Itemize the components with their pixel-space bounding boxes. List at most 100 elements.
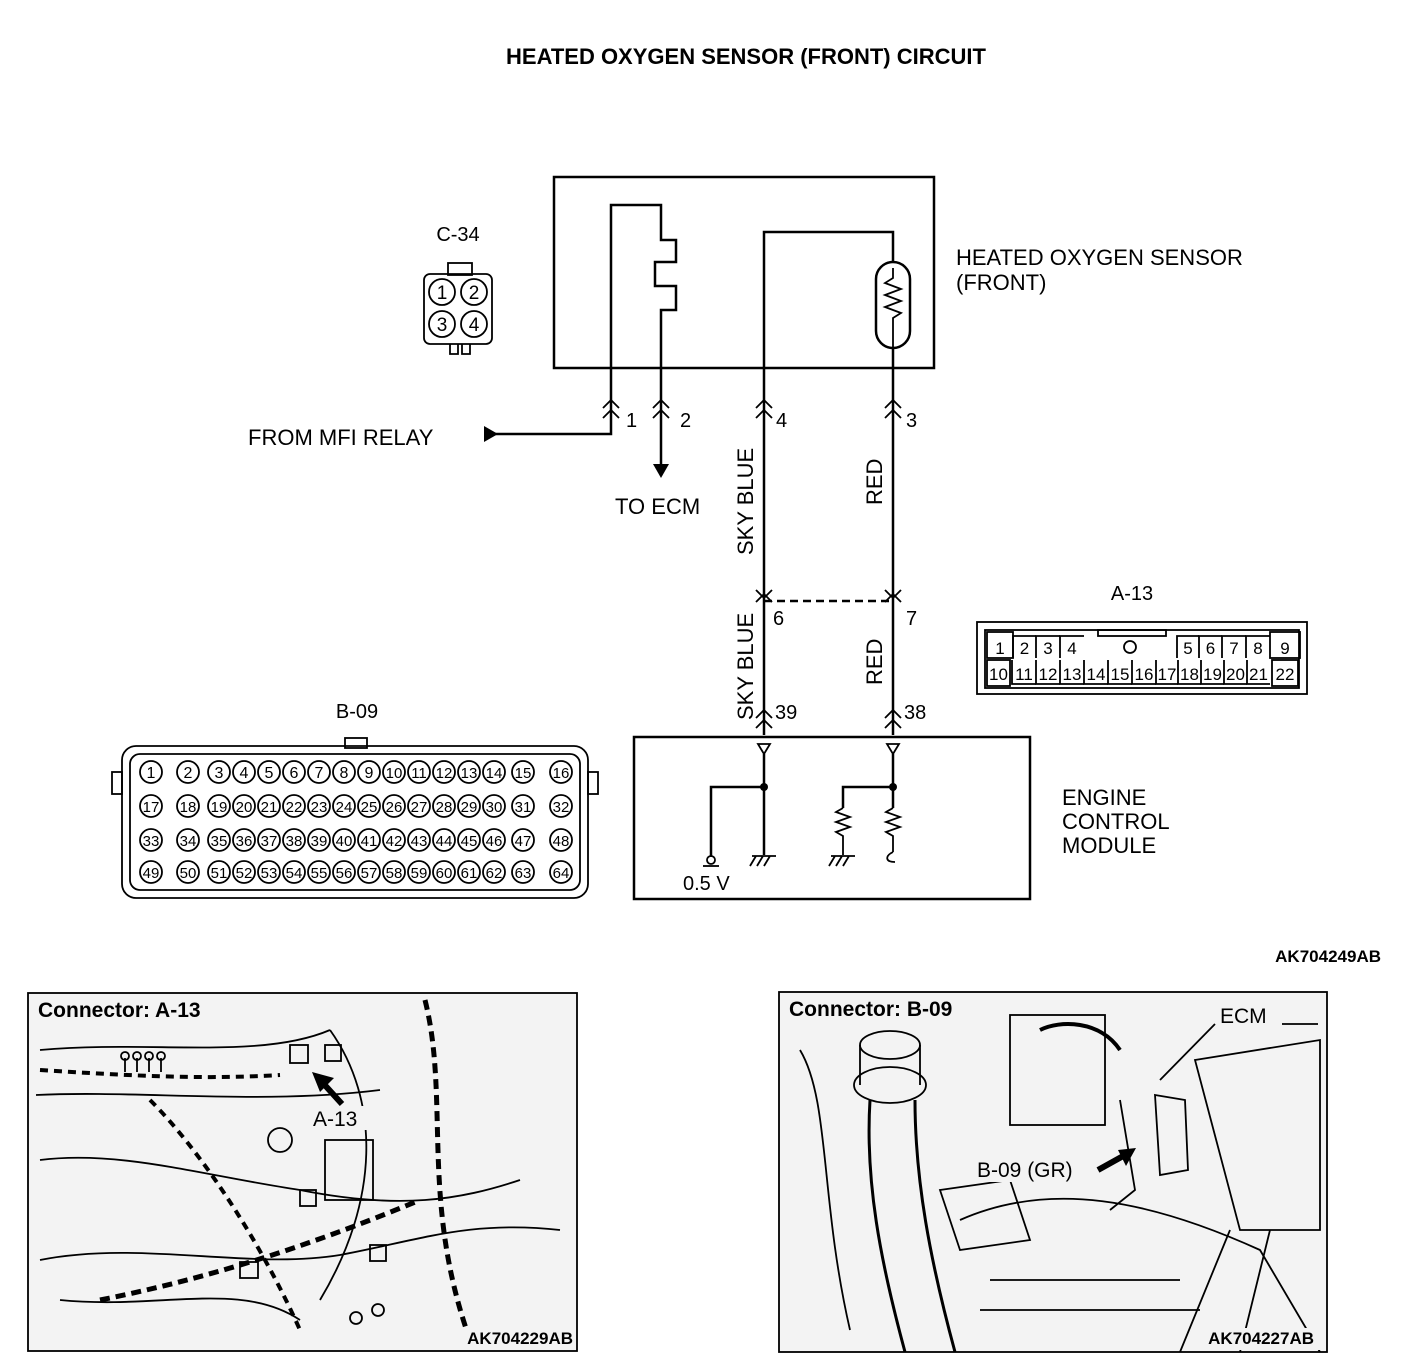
b09-pin-label: 32: [553, 799, 570, 816]
a13-pin-box: [1083, 660, 1108, 685]
diagram-code: AK704249AB: [1275, 947, 1381, 966]
b09-pin-circle: [482, 828, 506, 852]
a13-pin-label: 2: [1020, 639, 1029, 658]
b09-pin-label: 47: [515, 833, 532, 850]
c34-pin-3: 3: [437, 315, 448, 336]
b09-pin-label: 30: [486, 799, 503, 816]
b09-pin-circle: [549, 860, 573, 884]
b09-pin-circle: [457, 828, 481, 852]
a13-pin-box: [1245, 635, 1270, 658]
b09-pin-label: 5: [265, 765, 274, 782]
b09-pin-circle: [457, 860, 481, 884]
b09-pin-label: 42: [386, 833, 403, 850]
b09-pin-circle: [407, 828, 431, 852]
b09-pin-circle: [549, 794, 573, 818]
b09-pin-circle: [332, 860, 356, 884]
b09-pin-circle: [357, 828, 381, 852]
b09-pin-label: 55: [311, 865, 328, 882]
b09-pin-label: 4: [240, 765, 249, 782]
b09-pin-label: 61: [461, 865, 478, 882]
sensor-label-line1: HEATED OXYGEN SENSOR: [956, 245, 1243, 270]
photo-a13-location: Connector: A-13 A-13 AK704229AB: [27, 992, 578, 1352]
b09-pin-circle: [432, 760, 456, 784]
b09-pin-circle: [382, 760, 406, 784]
a13-pin-box: [1221, 635, 1246, 658]
b09-pin-label: 58: [386, 865, 403, 882]
a13-pin-label: 1: [995, 639, 1004, 658]
b09-pin-circle: [257, 760, 281, 784]
b09-pin-circle: [357, 860, 381, 884]
a13-pin-label: 7: [1229, 639, 1238, 658]
b09-pin-circle: [176, 860, 200, 884]
a13-pin-box: [1012, 635, 1036, 658]
pin-3: 3: [906, 410, 917, 432]
b09-pin-label: 40: [336, 833, 353, 850]
b09-pin-circle: [482, 794, 506, 818]
b09-pin-circle: [482, 860, 506, 884]
wire-color-sky-blue-lower: SKY BLUE: [733, 613, 758, 720]
a13-pin-label: 14: [1087, 665, 1106, 684]
sensor-label-line2: (FRONT): [956, 270, 1046, 295]
a13-pin-box: [1035, 660, 1060, 685]
a13-pin-box: [1059, 635, 1084, 658]
b09-pin-circle: [232, 828, 256, 852]
a13-pin-box: [1011, 660, 1036, 685]
photo-b09-callout-b09: B-09 (GR): [977, 1159, 1073, 1182]
diagram-title: HEATED OXYGEN SENSOR (FRONT) CIRCUIT: [506, 44, 987, 69]
b09-pin-label: 28: [436, 799, 453, 816]
b09-pin-label: 36: [236, 833, 253, 850]
c34-connector: C-34 1 2 3 4: [423, 224, 493, 355]
wire-color-red-upper: RED: [862, 459, 887, 505]
b09-pin-label: 23: [311, 799, 328, 816]
b09-pin-label: 25: [361, 799, 378, 816]
a13-pin-label: 5: [1183, 639, 1192, 658]
ecm-box: 0.5 V ENGINE CONTROL MODULE: [632, 735, 1170, 901]
b09-pin-label: 14: [486, 765, 503, 782]
pin-4: 4: [776, 410, 787, 432]
ecm-voltage: 0.5 V: [683, 873, 730, 895]
photo-b09-callout-ecm: ECM: [1220, 1005, 1267, 1028]
b09-pin-circle: [139, 860, 163, 884]
a13-pin-label: 19: [1203, 665, 1222, 684]
c34-pin-2: 2: [469, 283, 480, 304]
b09-pin-circle: [232, 760, 256, 784]
wire-pin1: [494, 398, 613, 436]
b09-pin-label: 48: [553, 833, 570, 850]
a13-pin-box: [986, 659, 1011, 687]
b09-pin-circle: [511, 828, 535, 852]
b09-pin-circle: [511, 760, 535, 784]
b09-pin-circle: [176, 828, 200, 852]
b09-pin-label: 34: [180, 833, 197, 850]
sensor-box: HEATED OXYGEN SENSOR (FRONT): [552, 175, 1243, 398]
ecm-label-line1: ENGINE: [1062, 785, 1146, 810]
b09-pin-circle: [407, 794, 431, 818]
photo-a13-callout: A-13: [313, 1108, 357, 1131]
b09-pin-label: 43: [411, 833, 428, 850]
b09-pin-circle: [176, 794, 200, 818]
a13-pin-box: [1059, 660, 1084, 685]
a13-label: A-13: [1111, 583, 1153, 605]
b09-pin-circle: [139, 760, 163, 784]
b09-pin-label: 62: [486, 865, 503, 882]
b09-pin-circle: [407, 860, 431, 884]
b09-pin-label: 18: [180, 799, 197, 816]
wire-color-red-lower: RED: [862, 639, 887, 685]
b09-pin-label: 11: [411, 765, 427, 782]
a13-pin-box: [1131, 660, 1156, 685]
pin-1: 1: [626, 410, 637, 432]
b09-pin-label: 37: [261, 833, 278, 850]
b09-pin-label: 10: [386, 765, 403, 782]
a13-pin-box: [1269, 631, 1301, 659]
pin-39: 39: [775, 702, 797, 724]
b09-pin-circle: [332, 794, 356, 818]
b09-pin-circle: [457, 760, 481, 784]
c34-pin-1: 1: [437, 283, 448, 304]
b09-pin-label: 44: [436, 833, 453, 850]
b09-pin-circle: [282, 828, 306, 852]
from-mfi-relay-label: FROM MFI RELAY: [248, 425, 434, 450]
b09-pin-label: 39: [311, 833, 328, 850]
b09-pin-label: 27: [411, 799, 428, 816]
b09-pin-circle: [139, 828, 163, 852]
photo-a13-caption: Connector: A-13: [38, 999, 201, 1022]
